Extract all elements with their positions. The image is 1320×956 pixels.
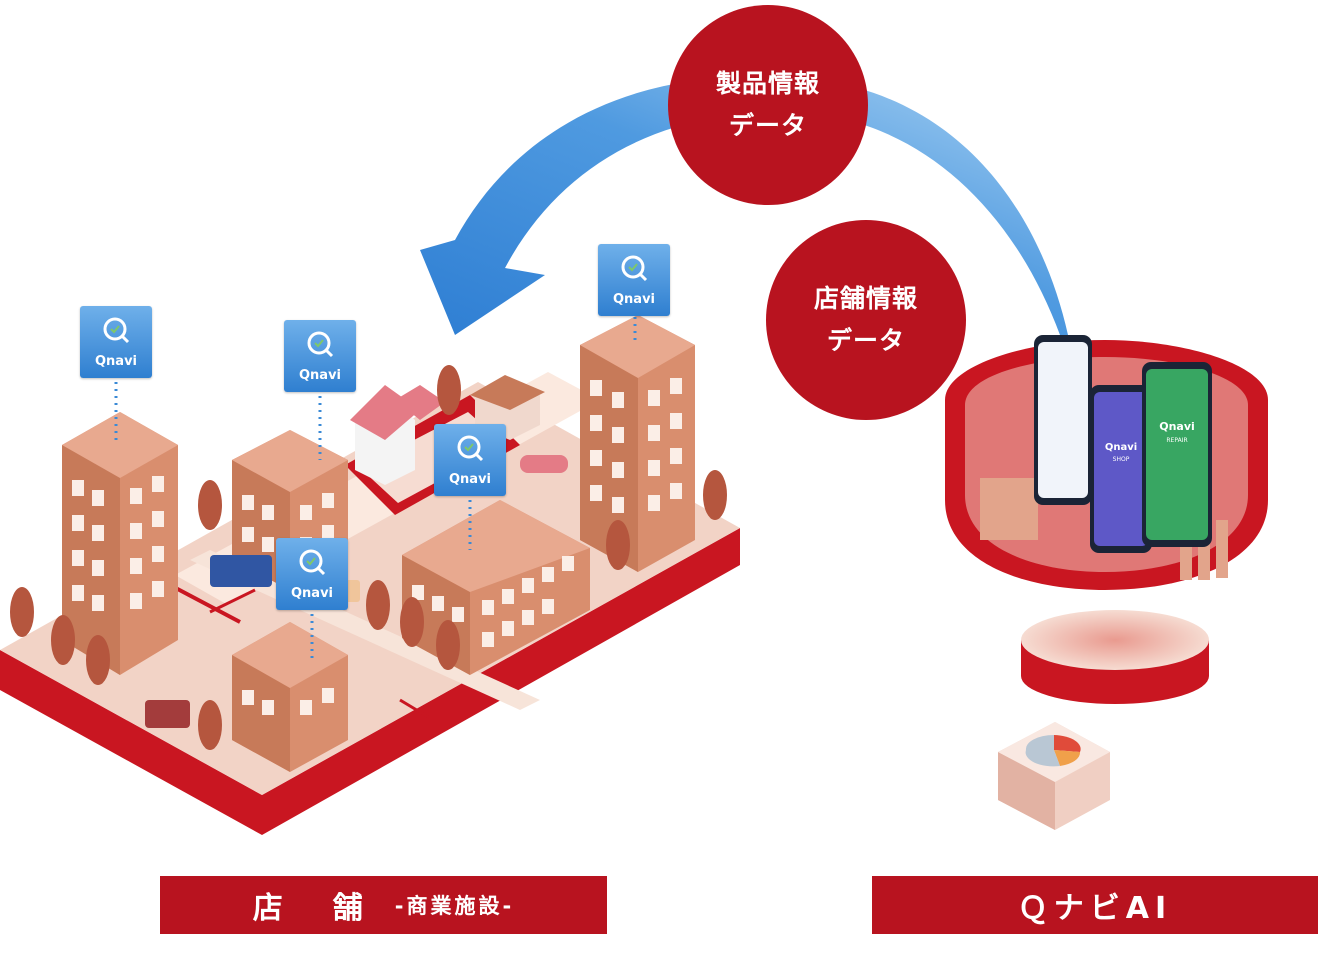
store-banner-sub: -商業施設- — [394, 894, 515, 918]
qnavi-badge-left-tower: Qnavi — [80, 306, 152, 378]
qnavi-badge-center: Qnavi — [434, 424, 506, 496]
product-data-circle: 製品情報 データ — [668, 5, 868, 205]
qnavi-badge-label: Qnavi — [94, 354, 137, 369]
store-banner: 店 舗 -商業施設- — [160, 876, 607, 934]
qnavi-badge-label: Qnavi — [448, 472, 491, 487]
qnavi-badge-label: Qnavi — [612, 292, 655, 307]
qnavi-badge-label: Qnavi — [298, 368, 341, 383]
qnavi-logo-icon — [299, 549, 326, 576]
product-data-line1: 製品情報 — [715, 69, 820, 98]
qnavi-logo-icon — [103, 317, 130, 344]
store-data-line1: 店舗情報 — [813, 284, 918, 313]
qnavi-badge-label: Qnavi — [290, 586, 333, 601]
store-banner-main: 店 舗 — [252, 891, 373, 926]
phone-green-subtitle: REPAIR — [1166, 437, 1187, 444]
city-block-illustration — [0, 315, 740, 835]
qnavi-badge-mid-building: Qnavi — [284, 320, 356, 392]
ai-platform-illustration: Qnavi REPAIR Qnavi SHOP — [945, 335, 1268, 830]
ai-banner: ＱナビAI — [872, 876, 1318, 934]
pie-chart-icon — [1025, 734, 1081, 767]
store-data-line2: データ — [826, 326, 905, 355]
qnavi-badge-front: Qnavi — [276, 538, 348, 610]
phone-green-title: Qnavi — [1159, 420, 1195, 433]
qnavi-logo-icon — [457, 435, 484, 462]
qnavi-logo-icon — [307, 331, 334, 358]
phone-purple-subtitle: SHOP — [1113, 456, 1130, 463]
data-flow-arrow — [420, 76, 1068, 335]
store-data-circle: 店舗情報 データ — [766, 220, 966, 420]
phone-mockups: Qnavi REPAIR Qnavi SHOP — [1034, 335, 1212, 553]
product-data-line2: データ — [728, 111, 807, 140]
qnavi-logo-icon — [621, 255, 648, 282]
ai-banner-label: ＱナビAI — [1017, 891, 1173, 926]
phone-purple-title: Qnavi — [1105, 442, 1137, 453]
qnavi-badge-right-tower: Qnavi — [598, 244, 670, 316]
